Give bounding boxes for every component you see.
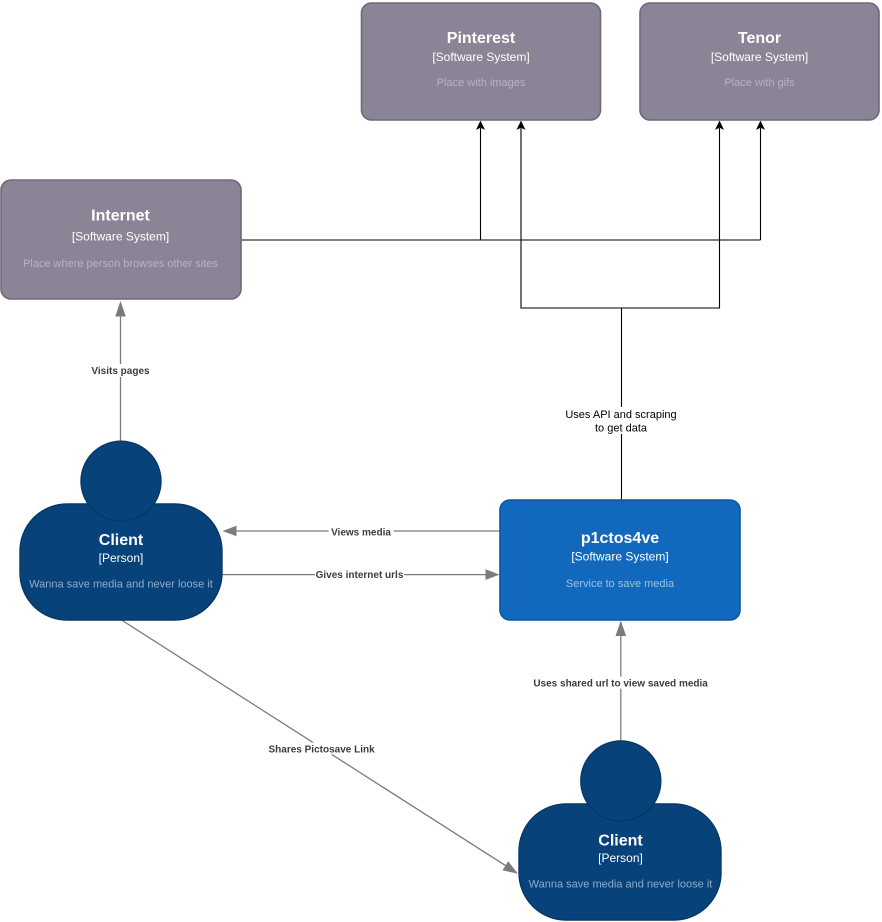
svg-text:Tenor: Tenor [738, 30, 781, 47]
svg-text:[Software System]: [Software System] [432, 50, 529, 64]
svg-text:Uses shared url to view saved: Uses shared url to view saved media [533, 678, 708, 689]
svg-text:Views media: Views media [331, 527, 391, 538]
svg-text:p1ctos4ve: p1ctos4ve [581, 530, 659, 547]
svg-text:[Software System]: [Software System] [571, 550, 668, 564]
svg-text:Uses API and scraping: Uses API and scraping [565, 409, 676, 421]
svg-text:Wanna save media and never loo: Wanna save media and never loose it [29, 579, 213, 591]
svg-text:[Software System]: [Software System] [711, 50, 808, 64]
svg-text:[Person]: [Person] [99, 551, 144, 565]
svg-text:Gives internet urls: Gives internet urls [316, 570, 404, 581]
svg-text:Wanna save media and never loo: Wanna save media and never loose it [529, 879, 713, 891]
svg-text:Visits pages: Visits pages [91, 366, 150, 377]
svg-text:Shares Pictosave Link: Shares Pictosave Link [269, 745, 376, 756]
svg-text:Place where person browses oth: Place where person browses other sites [23, 258, 219, 270]
svg-text:Internet: Internet [91, 208, 150, 225]
svg-text:[Person]: [Person] [598, 851, 643, 865]
svg-text:Client: Client [99, 532, 144, 549]
svg-text:to get data: to get data [595, 422, 648, 434]
svg-text:Client: Client [598, 833, 643, 850]
svg-text:Service to save media: Service to save media [566, 578, 675, 590]
svg-text:Place with images: Place with images [437, 77, 526, 89]
svg-text:Place with gifs: Place with gifs [724, 77, 795, 89]
svg-text:[Software System]: [Software System] [72, 230, 169, 244]
svg-text:Pinterest: Pinterest [447, 30, 516, 47]
